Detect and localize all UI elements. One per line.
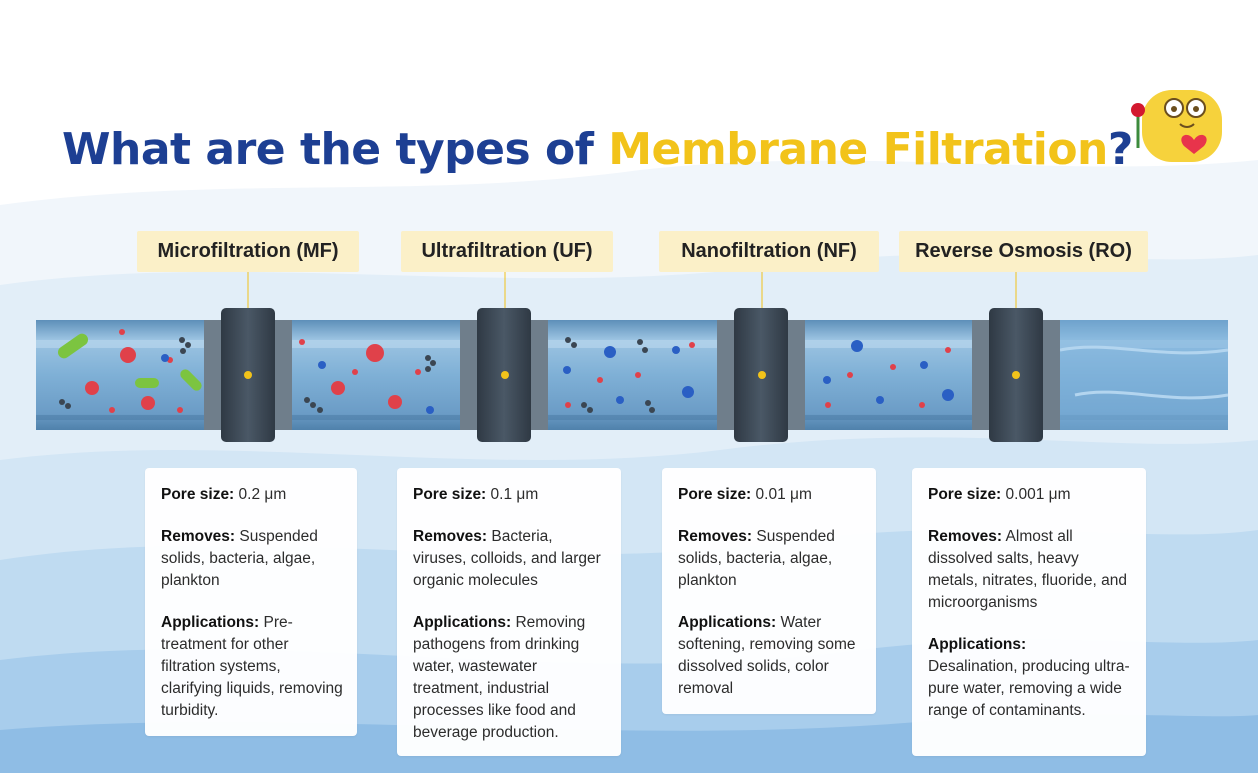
label-microfiltration: Microfiltration (MF) <box>137 231 359 272</box>
title-part-2: ? <box>1107 124 1134 175</box>
removes: Removes: Almost all dissolved salts, hea… <box>928 528 1128 611</box>
applications: Applications: Pre-treatment for other fi… <box>161 614 343 719</box>
connector-mf <box>204 272 292 442</box>
label-ultrafiltration: Ultrafiltration (UF) <box>401 231 613 272</box>
applications: Applications: Water softening, removing … <box>678 614 856 697</box>
pore-size: Pore size: 0.2 μm <box>161 486 287 503</box>
pore-size: Pore size: 0.01 μm <box>678 486 812 503</box>
pore-size: Pore size: 0.001 μm <box>928 486 1071 503</box>
label-reverse-osmosis: Reverse Osmosis (RO) <box>899 231 1148 272</box>
pore-size: Pore size: 0.1 μm <box>413 486 539 503</box>
title-part-1: What are the types of <box>62 124 609 175</box>
removes: Removes: Bacteria, viruses, colloids, an… <box>413 528 601 589</box>
card-nanofiltration: Pore size: 0.01 μm Removes: Suspended so… <box>662 468 876 714</box>
blue-particles <box>161 340 954 414</box>
connector-uf <box>460 272 548 442</box>
card-reverse-osmosis: Pore size: 0.001 μm Removes: Almost all … <box>912 468 1146 756</box>
applications: Applications:Desalination, producing ult… <box>928 636 1130 719</box>
connector-nf <box>717 272 805 442</box>
connector-ro <box>972 272 1060 442</box>
red-particles <box>109 329 951 413</box>
title-highlight: Membrane Filtration <box>608 124 1108 175</box>
molecule-icons <box>59 337 655 413</box>
removes: Removes: Suspended solids, bacteria, alg… <box>161 528 318 589</box>
virus-icons <box>85 344 402 410</box>
card-ultrafiltration: Pore size: 0.1 μm Removes: Bacteria, vir… <box>397 468 621 756</box>
applications: Applications: Removing pathogens from dr… <box>413 614 586 741</box>
removes: Removes: Suspended solids, bacteria, alg… <box>678 528 835 589</box>
mascot-sticker-icon <box>1131 90 1222 162</box>
page-title: What are the types of Membrane Filtratio… <box>62 124 1133 175</box>
label-nanofiltration: Nanofiltration (NF) <box>659 231 879 272</box>
bacteria-icons <box>57 333 202 391</box>
card-microfiltration: Pore size: 0.2 μm Removes: Suspended sol… <box>145 468 357 736</box>
